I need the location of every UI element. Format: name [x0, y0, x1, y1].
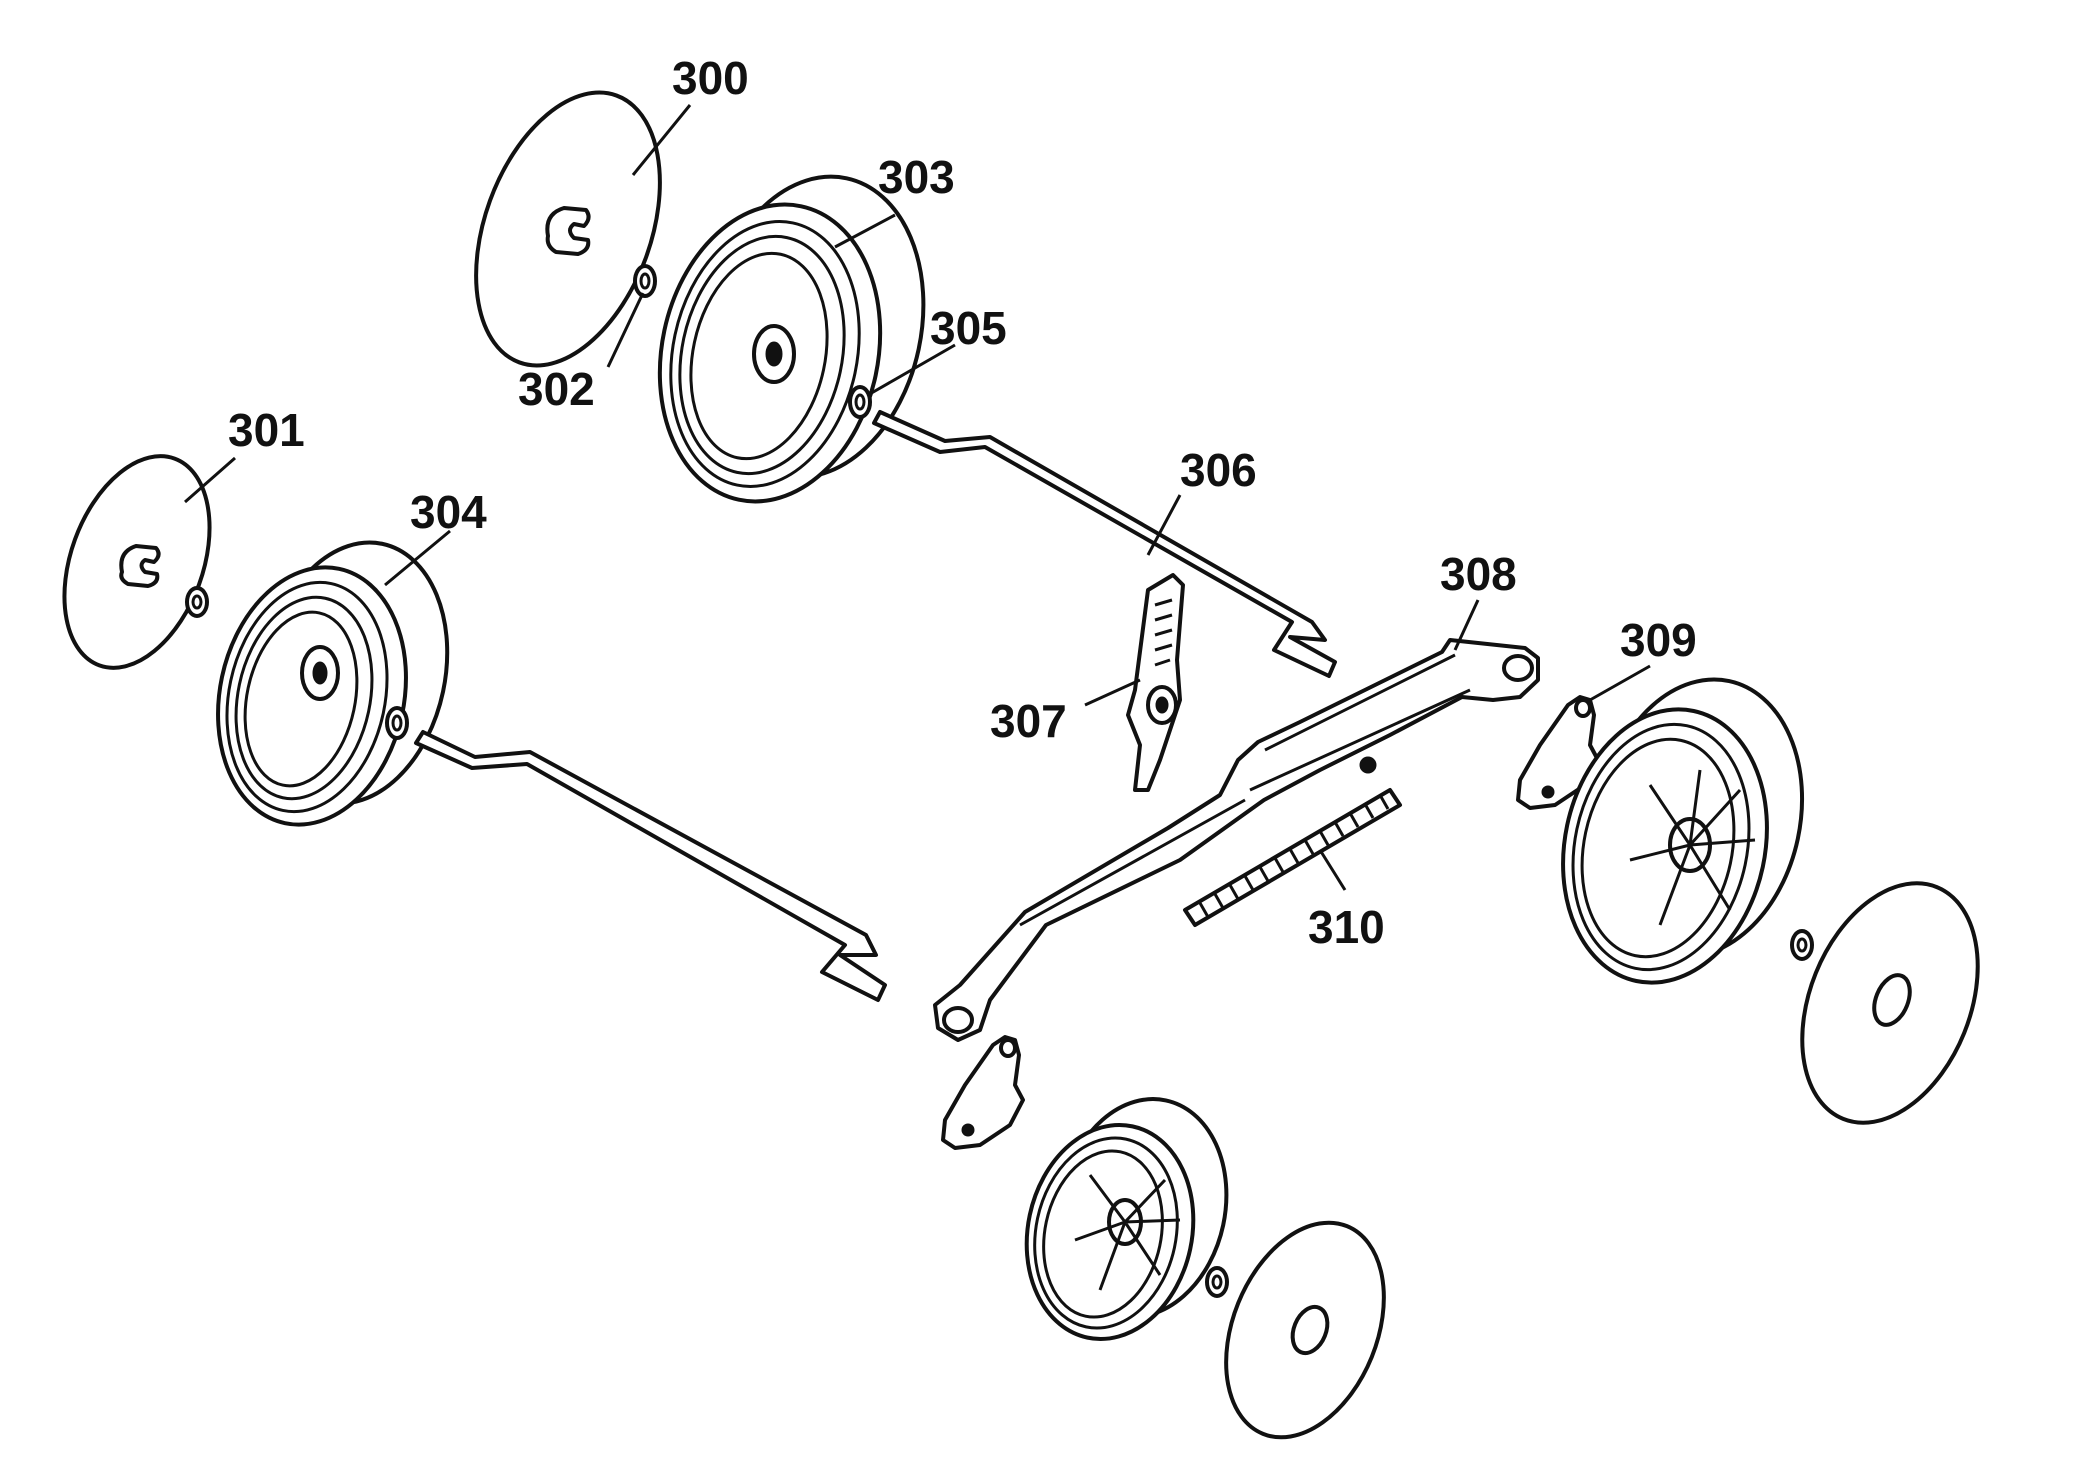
bracket-icon: [941, 1035, 1025, 1150]
rear-wheel-304-icon: [216, 540, 450, 827]
washer-305-icon: [848, 385, 872, 419]
hubcap-300-icon: [474, 90, 662, 368]
callout-labels: 300 301 302 303 304 305 306 307 308 309 …: [228, 52, 1697, 953]
front-wheel-icon: [1561, 677, 1805, 985]
callout-308: 308: [1440, 548, 1517, 600]
callout-310: 310: [1308, 901, 1385, 953]
hubcap-icon: [1800, 881, 1980, 1125]
washer-icon: [1205, 1266, 1229, 1298]
callout-307: 307: [990, 695, 1067, 747]
bracket-309-icon: [1516, 695, 1600, 810]
callout-305: 305: [930, 302, 1007, 354]
washer-icon: [385, 706, 409, 740]
callout-300: 300: [672, 52, 749, 104]
callout-302: 302: [518, 363, 595, 415]
height-adjust-lever-307-icon: [1126, 573, 1185, 792]
axle-bracket-308-icon: [933, 638, 1540, 1042]
washer-icon: [1790, 929, 1814, 961]
callout-304: 304: [410, 486, 487, 538]
axle-rod-306-icon: [872, 410, 1337, 678]
rear-wheel-303-icon: [657, 174, 926, 504]
callout-309: 309: [1620, 614, 1697, 666]
washer-302-icon: [633, 264, 657, 298]
front-wheel-icon: [1024, 1097, 1229, 1342]
hubcap-icon: [1224, 1220, 1386, 1440]
callout-306: 306: [1180, 444, 1257, 496]
spring-310-icon: [1183, 788, 1402, 927]
washer-icon: [185, 586, 209, 618]
axle-rod-icon: [414, 730, 887, 1002]
callout-301: 301: [228, 404, 305, 456]
leader-lines: [184, 104, 1651, 891]
callout-303: 303: [878, 151, 955, 203]
hubcap-301-icon: [62, 454, 212, 670]
